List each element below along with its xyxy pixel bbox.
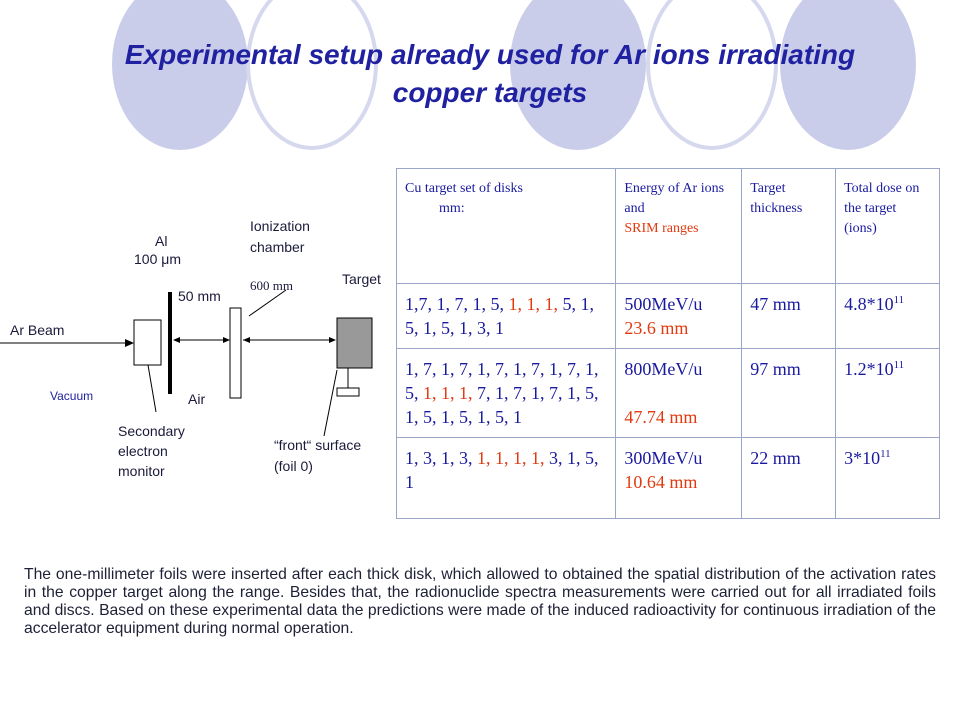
dose-exponent: 11 — [893, 294, 905, 306]
table-row: 1,7, 1, 7, 1, 5, 1, 1, 1, 5, 1, 5, 1, 5,… — [395, 283, 940, 349]
header-disks-line-1: Cu target set of disks — [405, 181, 523, 196]
al-thickness-label: 100 μm — [134, 251, 181, 267]
dose-base: 3*10 — [844, 448, 881, 468]
header-disks: Cu target set of disks mm: — [395, 168, 617, 284]
decorative-circle-5 — [780, 0, 916, 150]
thickness-cell: 97 mm — [741, 348, 837, 438]
target-block — [336, 317, 373, 369]
front-surface-label-2: (foil 0) — [274, 458, 313, 474]
vacuum-label: Vacuum — [50, 389, 93, 403]
disks-foils-text: 1, 1, 1, — [508, 294, 559, 314]
distance-50-arrow-right — [223, 337, 230, 343]
range-value: 10.64 mm — [624, 472, 698, 492]
monitor-pointer — [147, 364, 157, 413]
monitor-label-3: monitor — [118, 463, 165, 479]
setup-diagram: Al 100 μm Ionization chamber 50 mm 600 m… — [0, 218, 381, 479]
header-energy-line-1: Energy of Ar ions and — [624, 181, 725, 216]
decorative-circle-2 — [246, 0, 378, 150]
header-thickness: Target thickness — [741, 168, 837, 284]
disks-text: 1,7, 1, 7, 1, 5, — [405, 294, 509, 314]
disks-text: 1, 3, 1, 3, — [405, 448, 477, 468]
beam-label: Ar Beam — [10, 322, 64, 338]
energy-value: 500MeV/u — [624, 294, 703, 314]
table-row: 1, 3, 1, 3, 1, 1, 1, 1, 3, 1, 5, 1 300Me… — [395, 437, 940, 519]
target-base — [336, 387, 360, 397]
energy-value: 800MeV/u — [624, 359, 703, 379]
table-header-row: Cu target set of disks mm: Energy of Ar … — [395, 168, 940, 284]
distance-50-label: 50 mm — [178, 288, 221, 304]
monitor-label-1: Secondary — [118, 423, 185, 439]
page-title-line-2: copper targets — [392, 77, 588, 108]
disks-cell: 1,7, 1, 7, 1, 5, 1, 1, 1, 5, 1, 5, 1, 5,… — [395, 283, 617, 349]
header-dose: Total dose on the target (ions) — [835, 168, 940, 284]
table-row: 1, 7, 1, 7, 1, 7, 1, 7, 1, 7, 1, 5, 1, 1… — [395, 348, 940, 438]
dose-base: 4.8*10 — [844, 294, 894, 314]
air-label: Air — [188, 391, 205, 407]
distance-600-arrow-left — [243, 337, 250, 343]
secondary-electron-monitor — [133, 319, 162, 366]
disks-text-end: 3, 1, 5, 1 — [405, 448, 599, 492]
thickness-cell: 47 mm — [741, 283, 837, 349]
dose-cell: 1.2*1011 — [835, 348, 940, 438]
front-surface-label-1: “front“ surface — [274, 437, 361, 453]
disks-cell: 1, 3, 1, 3, 1, 1, 1, 1, 3, 1, 5, 1 — [395, 437, 617, 519]
range-value: 47.74 mm — [624, 407, 698, 427]
chamber-pointer — [248, 289, 287, 317]
description-paragraph: The one-millimeter foils were inserted a… — [24, 566, 936, 637]
decorative-circle-3 — [510, 0, 646, 150]
dose-exponent: 11 — [880, 448, 891, 460]
disks-cell: 1, 7, 1, 7, 1, 7, 1, 7, 1, 7, 1, 5, 1, 1… — [395, 348, 617, 438]
decorative-circle-1 — [112, 0, 248, 150]
al-label: Al — [155, 233, 167, 249]
dose-base: 1.2*10 — [844, 359, 894, 379]
decorative-circle-4 — [646, 0, 778, 150]
target-label: Target — [342, 271, 381, 287]
energy-cell: 300MeV/u 10.64 mm — [615, 437, 743, 519]
front-surface-pointer — [323, 369, 338, 437]
distance-600-arrow-right — [329, 337, 336, 343]
irradiation-table: Cu target set of disks mm: Energy of Ar … — [395, 168, 940, 519]
beam-arrowhead — [125, 339, 134, 347]
header-energy-line-2: SRIM ranges — [624, 221, 699, 236]
range-value: 23.6 mm — [624, 318, 689, 338]
disks-text-end: 5, 1, 5, 1, 5, 1, 3, 1 — [405, 294, 594, 338]
energy-cell: 800MeV/u 47.74 mm — [615, 348, 743, 438]
monitor-label-2: electron — [118, 443, 168, 459]
dose-cell: 4.8*1011 — [835, 283, 940, 349]
energy-cell: 500MeV/u 23.6 mm — [615, 283, 743, 349]
header-disks-line-2: mm: — [439, 201, 465, 216]
dose-exponent: 11 — [893, 359, 905, 371]
ionization-label-1: Ionization — [250, 218, 310, 234]
disks-text-end: 7, 1, 7, 1, 7, 1, 5, 1, 5, 1, 5, 1, 5, 1 — [405, 383, 599, 427]
energy-value: 300MeV/u — [624, 448, 703, 468]
disks-text: 1, 7, 1, 7, 1, 7, 1, 7, 1, 7, 1, 5, — [405, 359, 599, 403]
distance-50-arrow-left — [173, 337, 180, 343]
dose-cell: 3*1011 — [835, 437, 940, 519]
header-energy: Energy of Ar ions and SRIM ranges — [615, 168, 743, 284]
disks-foils-text: 1, 1, 1, — [423, 383, 473, 403]
distance-600-label: 600 mm — [250, 278, 293, 293]
page-title: Experimental setup already used for Ar i… — [60, 36, 920, 112]
thickness-cell: 22 mm — [741, 437, 837, 519]
disks-foils-text: 1, 1, 1, 1, — [477, 448, 545, 468]
ionization-label-2: chamber — [250, 239, 305, 255]
ionization-chamber — [229, 307, 242, 399]
page-title-line-1: Experimental setup already used for Ar i… — [124, 39, 856, 70]
